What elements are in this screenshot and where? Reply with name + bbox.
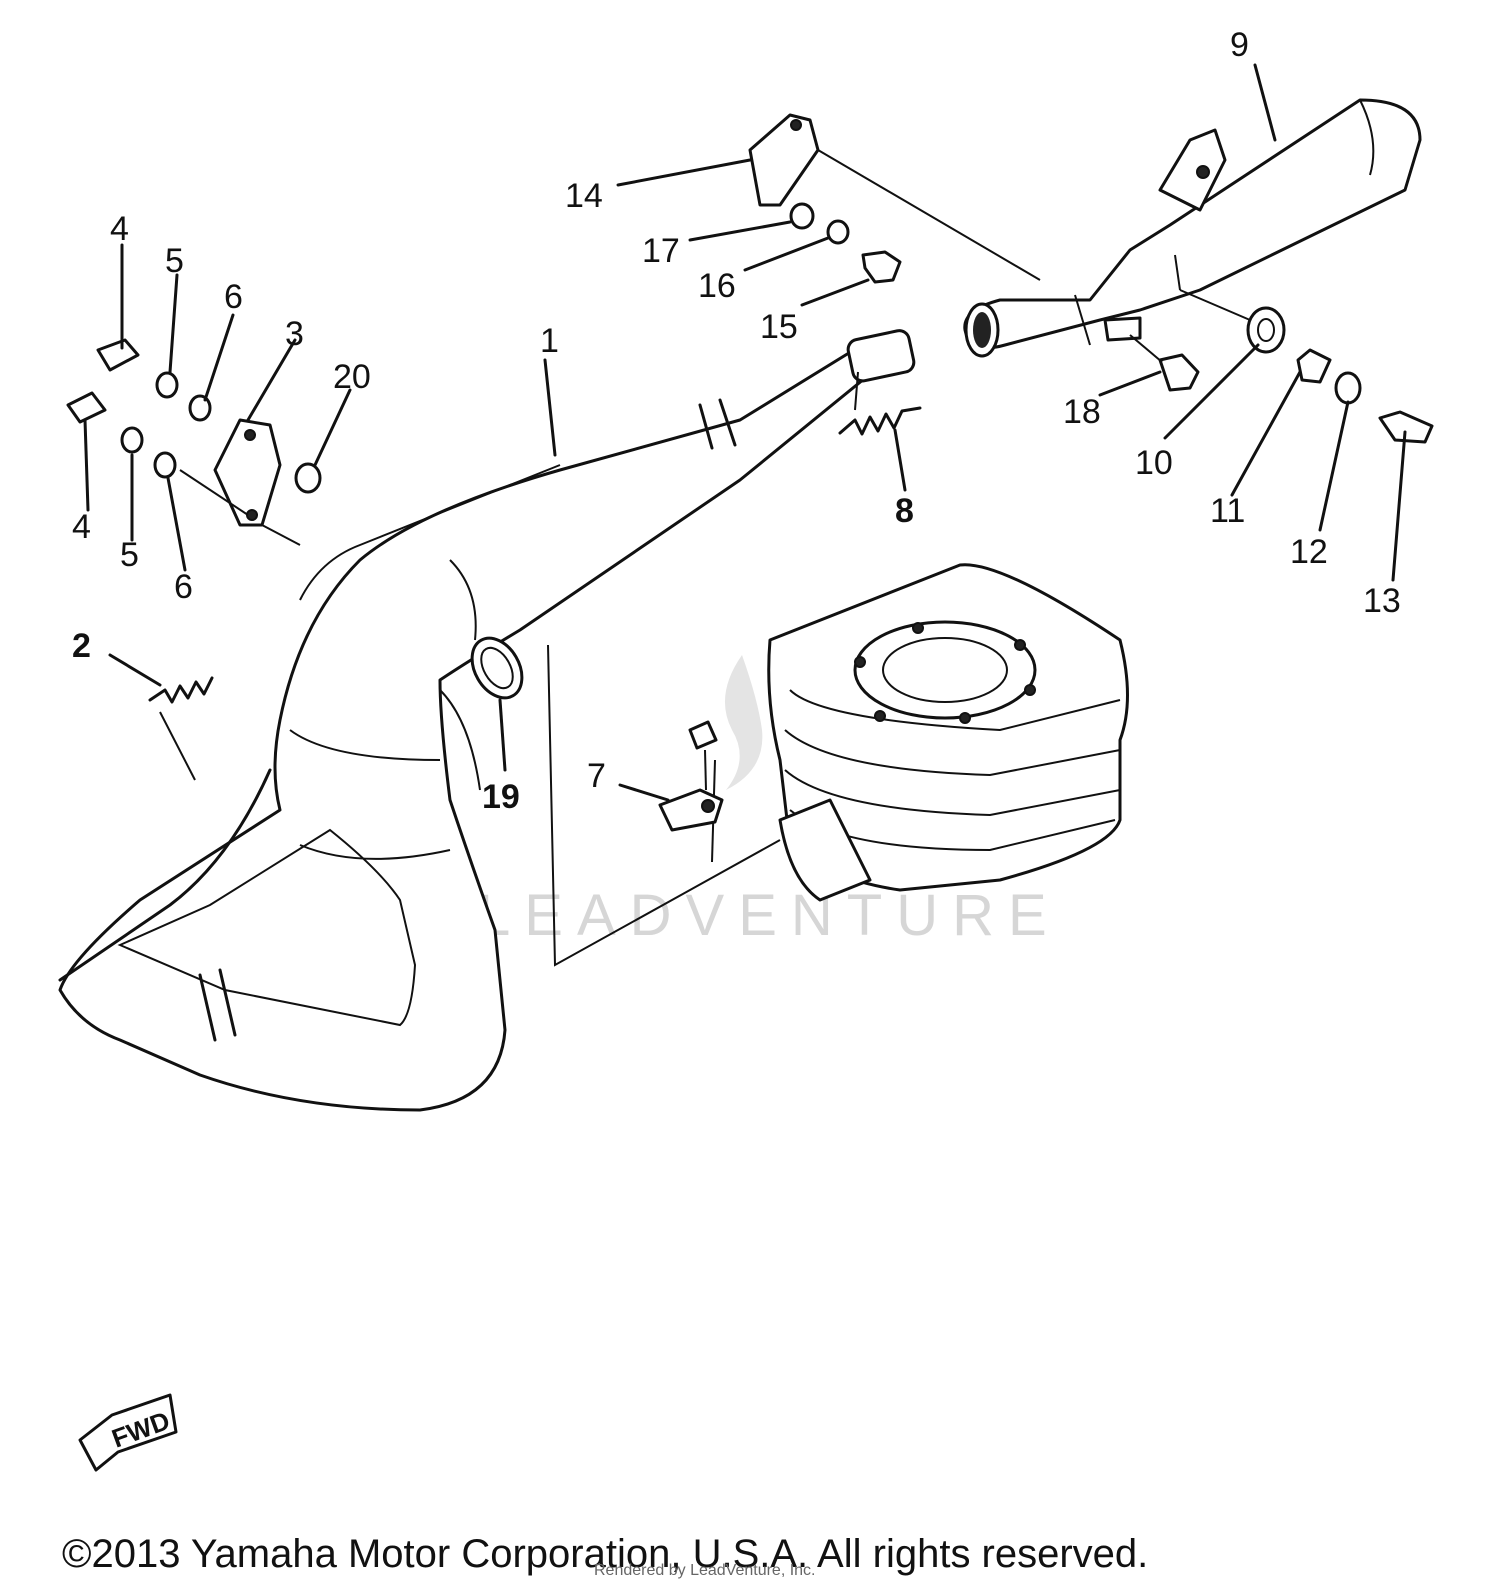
callout-15: 15 [760, 308, 798, 346]
callout-9: 9 [1230, 26, 1249, 64]
callout-4-top: 4 [110, 210, 129, 248]
fwd-arrow: FWD [78, 1393, 178, 1472]
gasket [470, 636, 781, 967]
callout-16: 16 [698, 267, 736, 305]
spring-8 [838, 371, 922, 436]
watermark-text: LEADVENTURE [478, 883, 1061, 948]
leader-lines [83, 63, 1407, 802]
rendered-by-credit: Rendered by LeadVenture, Inc. [594, 1562, 816, 1579]
callout-5-top: 5 [165, 242, 184, 280]
muffler [963, 98, 1422, 358]
spring-2 [148, 676, 214, 781]
exhaust-pipe [58, 329, 916, 1112]
callout-18: 18 [1063, 393, 1101, 431]
callout-13: 13 [1363, 582, 1401, 620]
bracket-7 [658, 720, 724, 832]
cylinder [767, 563, 1129, 902]
callout-20: 20 [333, 358, 371, 396]
callout-3: 3 [285, 315, 304, 353]
copyright-notice: ©2013 Yamaha Motor Corporation, U.S.A. A… [62, 1532, 1149, 1576]
callout-8: 8 [895, 492, 914, 530]
callout-4-bottom: 4 [72, 508, 91, 546]
callout-6-top: 6 [224, 278, 243, 316]
callout-1: 1 [540, 322, 559, 360]
watermark: LEADVENTURE [478, 655, 1061, 948]
callout-labels: 1 2 3 4 4 5 5 6 6 7 8 9 10 11 12 13 14 1… [72, 26, 1401, 816]
mount-hardware [1179, 289, 1434, 444]
callout-6-bottom: 6 [174, 568, 193, 606]
callout-2: 2 [72, 627, 91, 665]
clamp-assembly [748, 113, 1200, 392]
callout-14: 14 [565, 177, 603, 215]
callout-12: 12 [1290, 533, 1328, 571]
callout-10: 10 [1135, 444, 1173, 482]
callout-19: 19 [482, 778, 520, 816]
callout-7: 7 [587, 757, 606, 795]
callout-11: 11 [1210, 492, 1245, 530]
bracket-assembly [66, 338, 322, 546]
callout-17: 17 [642, 232, 680, 270]
callout-5-bottom: 5 [120, 536, 139, 574]
